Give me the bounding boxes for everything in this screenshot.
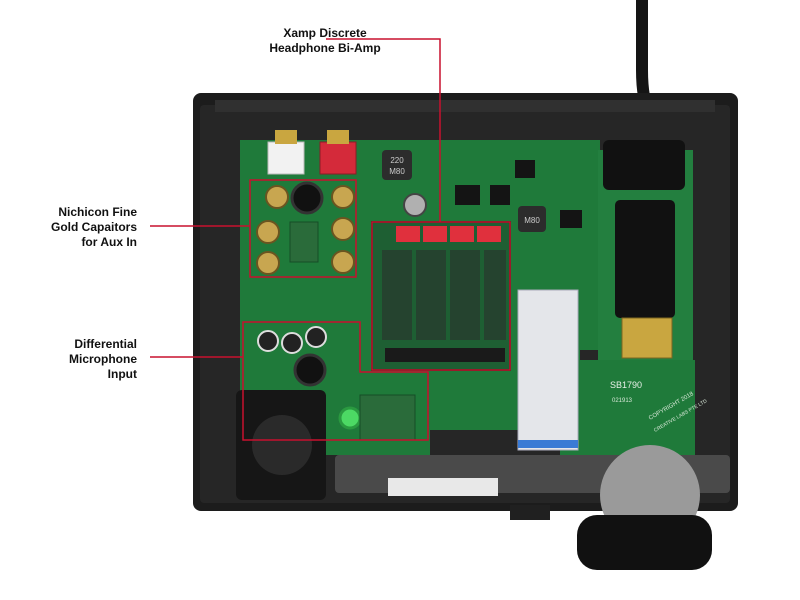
callout-xamp: Xamp Discrete Headphone Bi-Amp	[250, 26, 400, 56]
ribbon-connector	[518, 440, 578, 448]
inductor-220-bottom-text: M80	[389, 167, 405, 176]
mic-callout-box	[242, 321, 429, 441]
white-rca-jack	[267, 141, 305, 175]
front-connector	[388, 478, 498, 496]
inductor-220-top-text: 220	[390, 156, 404, 165]
nichicon-callout-box	[249, 179, 357, 278]
green-led	[338, 406, 362, 430]
volume-knob	[577, 515, 712, 570]
callout-nichicon-line2: Gold Capaitors	[50, 220, 137, 234]
aux-ic-group	[289, 221, 319, 263]
red-rca-jack	[319, 141, 357, 175]
inductor-220	[382, 150, 412, 180]
callout-mic-line2: Microphone	[69, 352, 137, 366]
xamp-callout-line	[326, 38, 441, 222]
mic-jack	[293, 353, 327, 387]
nichicon-capacitors	[256, 185, 355, 275]
mic-capacitors	[257, 326, 327, 354]
case-rim	[215, 100, 715, 112]
callout-nichicon-line1: Nichicon Fine	[58, 205, 137, 219]
white-rca-pin	[275, 130, 297, 144]
red-rca-pin	[327, 130, 349, 144]
callout-mic: Differential Microphone Input	[30, 337, 137, 382]
mic-ic-group	[359, 394, 416, 441]
inductor-2-text: M80	[524, 216, 540, 225]
chip-2	[490, 185, 510, 205]
aux-in-jack	[290, 181, 324, 215]
callout-xamp-line1: Xamp Discrete	[283, 26, 367, 40]
hdmi-cable-plug	[615, 200, 675, 318]
callout-nichicon-line3: for Aux In	[81, 235, 137, 249]
xlr-socket	[252, 415, 312, 475]
xamp-red-connectors	[396, 226, 501, 242]
callout-graphics	[150, 38, 511, 441]
chip-3	[515, 160, 535, 178]
board-code-text: 021913	[612, 398, 633, 404]
chip-1	[455, 185, 480, 205]
callout-mic-line3: Input	[107, 367, 137, 381]
callout-mic-line1: Differential	[74, 337, 137, 351]
callout-nichicon: Nichicon Fine Gold Capaitors for Aux In	[30, 205, 137, 250]
hdmi-connector	[621, 317, 673, 359]
xamp-callout-box	[371, 221, 511, 371]
power-jack	[603, 140, 685, 190]
silver-capacitor	[403, 193, 427, 217]
lower-right-pcb	[560, 360, 695, 455]
callout-xamp-line2: Headphone Bi-Amp	[269, 41, 381, 55]
chip-4	[560, 210, 582, 228]
ribbon-cable	[517, 289, 579, 451]
xamp-components	[382, 250, 506, 362]
case-foot	[510, 505, 550, 520]
inductor-2	[518, 206, 546, 232]
board-model-text: SB1790	[610, 380, 642, 390]
